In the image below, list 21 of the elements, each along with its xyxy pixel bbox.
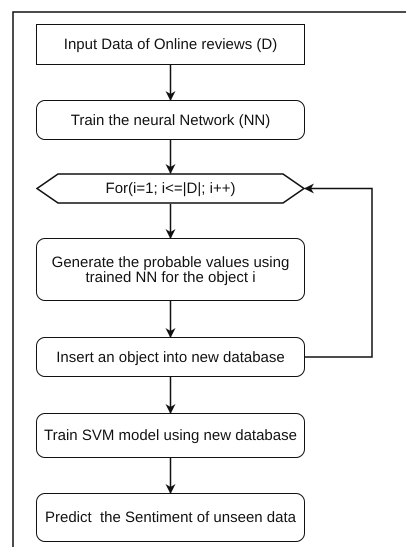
node-text: Train SVM model using new database — [43, 428, 298, 443]
process-box — [36, 100, 305, 140]
terminal-box — [36, 493, 305, 542]
arrow — [166, 377, 176, 414]
arrow — [166, 204, 176, 239]
node-text: Predict the Sentiment of unseen data — [44, 510, 297, 525]
arrow — [166, 65, 176, 101]
loop-hexagon — [36, 173, 305, 204]
process-box — [36, 24, 305, 65]
process-box — [36, 238, 305, 301]
arrow — [166, 301, 176, 338]
node-text: Input Data of Online reviews (D) — [62, 37, 278, 52]
node-text: Generate the probable values using trained NN for the object i — [50, 254, 290, 284]
process-box — [36, 413, 305, 458]
node-text: Train the neural Network (NN) — [70, 112, 272, 128]
arrow — [166, 458, 176, 494]
arrow — [304, 184, 373, 358]
arrow — [166, 140, 176, 174]
node-text: For(i=1; i<=|D|; i++) — [104, 181, 236, 196]
node-text: Insert an object into new database — [55, 350, 286, 364]
process-box — [36, 337, 305, 377]
